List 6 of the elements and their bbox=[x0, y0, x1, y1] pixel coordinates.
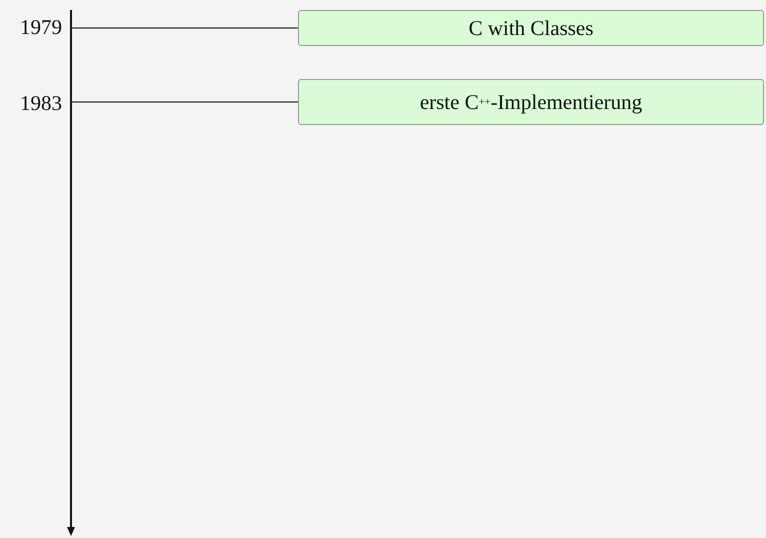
year-label: 1983 bbox=[20, 90, 62, 116]
event-box: C with Classes bbox=[298, 10, 764, 46]
connector-line bbox=[71, 101, 298, 103]
year-label: 1979 bbox=[20, 14, 62, 40]
event-box: erste C$^{++}$-Implementierung bbox=[298, 79, 764, 125]
connector-line bbox=[71, 27, 298, 29]
